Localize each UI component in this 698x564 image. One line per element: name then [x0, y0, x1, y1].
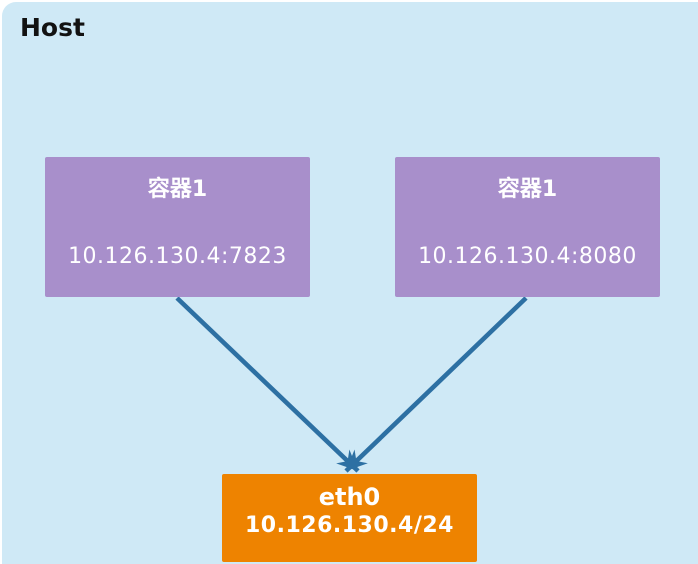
container-node-2: 容器1 10.126.130.4:8080	[395, 157, 660, 297]
container-1-title: 容器1	[147, 177, 208, 202]
arrow-container1-to-eth0	[175, 296, 360, 473]
eth0-address: 10.126.130.4/24	[245, 513, 454, 538]
container-2-address: 10.126.130.4:8080	[418, 244, 637, 269]
container-node-1: 容器1 10.126.130.4:7823	[45, 157, 310, 297]
arrow-container2-to-eth0	[344, 296, 528, 473]
eth0-interface-node: eth0 10.126.130.4/24	[222, 474, 477, 562]
host-label: Host	[20, 13, 85, 42]
eth0-name: eth0	[318, 483, 381, 511]
container-2-title: 容器1	[497, 177, 558, 202]
container-1-address: 10.126.130.4:7823	[68, 244, 287, 269]
